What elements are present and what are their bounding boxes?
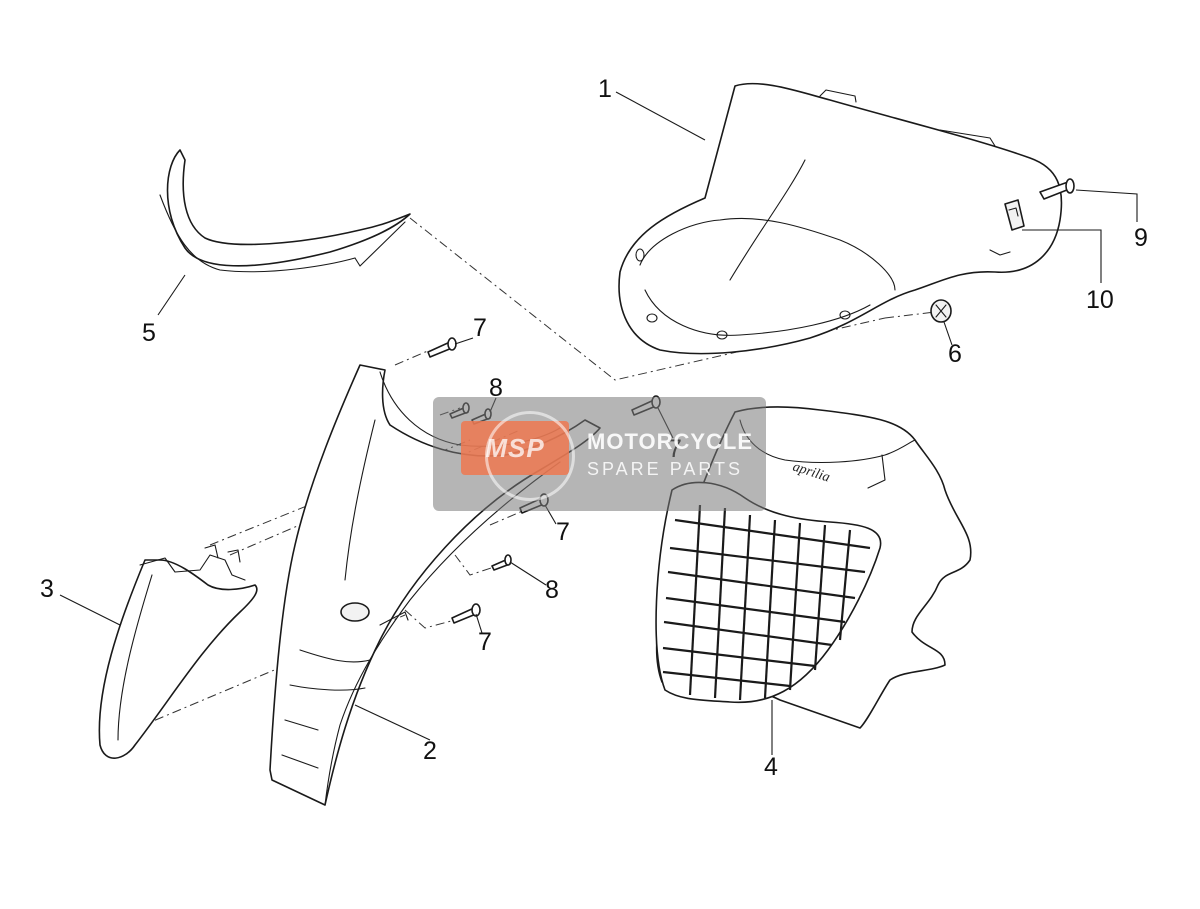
screw-7-a [427,337,457,358]
callout-8-a: 8 [489,374,503,402]
callout-leaders [59,91,1138,755]
watermark-ring-icon [485,411,575,501]
callout-10: 10 [1086,286,1114,314]
watermark-subtitle: SPARE PARTS [587,459,744,479]
part-5-trim-strip [159,149,411,273]
callout-7-c: 7 [556,518,570,546]
callout-1: 1 [598,75,612,103]
callout-7-d: 7 [478,628,492,656]
callout-2: 2 [423,737,437,765]
callout-9: 9 [1134,224,1148,252]
part-4-grille-mesh: aprilia [662,460,871,701]
callout-8-b: 8 [545,576,559,604]
callout-6: 6 [948,340,962,368]
callout-4: 4 [764,753,778,781]
part-3-side-panel [98,544,258,759]
callout-3: 3 [40,575,54,603]
screw-7-d [451,603,481,624]
watermark-overlay: MSP MOTORCYCLE SPARE PARTS [433,397,766,511]
watermark-title: MOTORCYCLE [587,429,754,454]
part-9-screw [1039,178,1075,200]
part-1-handlebar-cover [618,82,1063,355]
part-10-clip-nut [1004,199,1025,231]
callout-5: 5 [142,319,156,347]
part-6-grommet [930,299,952,323]
screw-8-c [491,554,512,571]
callout-7-a: 7 [473,314,487,342]
